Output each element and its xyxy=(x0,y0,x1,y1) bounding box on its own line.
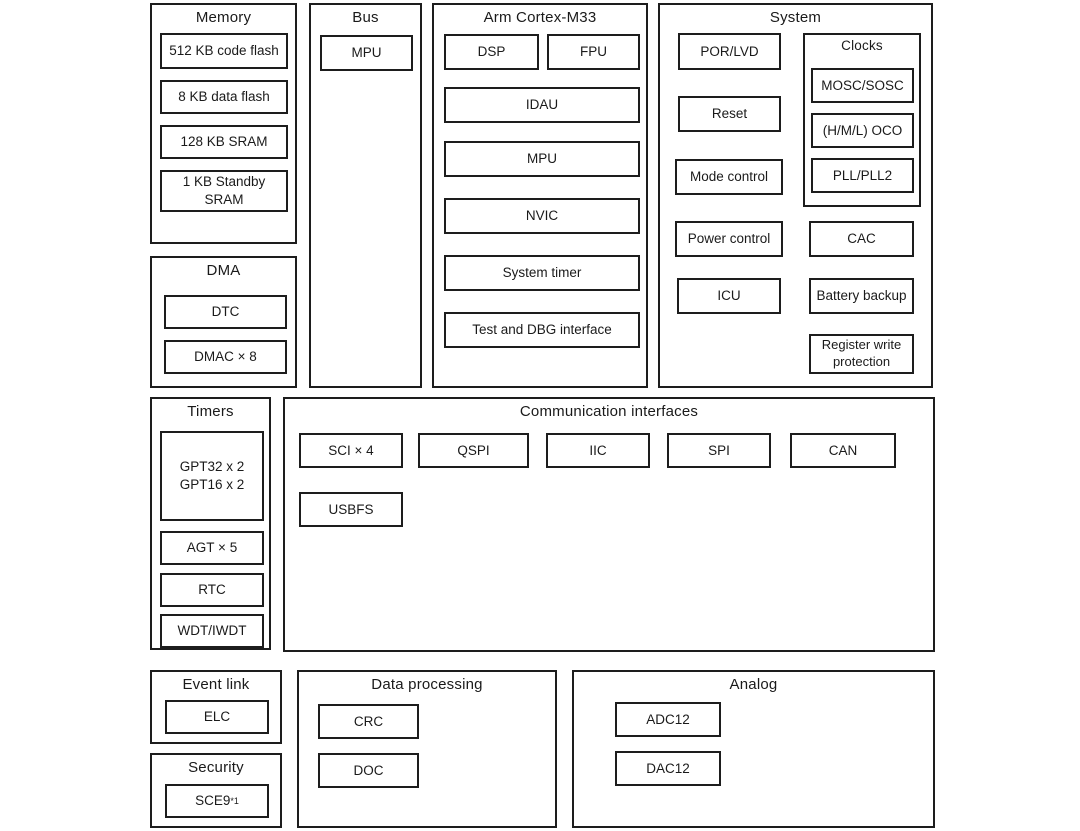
security-title: Security xyxy=(188,759,244,776)
comm-title: Communication interfaces xyxy=(519,403,699,420)
data-processing-title: Data processing xyxy=(371,676,483,693)
bus-block: Bus MPU xyxy=(309,3,422,388)
box-cac: CAC xyxy=(809,221,914,257)
memory-title: Memory xyxy=(195,9,252,26)
sce9-superscript: *1 xyxy=(230,795,239,806)
system-title: System xyxy=(769,9,822,26)
box-power-control: Power control xyxy=(675,221,783,257)
box-test-dbg-interface: Test and DBG interface xyxy=(444,312,640,348)
timers-title: Timers xyxy=(187,403,234,420)
box-nvic: NVIC xyxy=(444,198,640,234)
sce9-label: SCE9 xyxy=(195,793,231,809)
box-oco: (H/M/L) OCO xyxy=(811,113,914,148)
dma-block: DMA DTC DMAC × 8 xyxy=(150,256,297,388)
box-qspi: QSPI xyxy=(418,433,529,468)
box-bus-mpu: MPU xyxy=(320,35,413,71)
box-dsp: DSP xyxy=(444,34,539,70)
box-crc: CRC xyxy=(318,704,419,739)
box-gpt: GPT32 x 2 GPT16 x 2 xyxy=(160,431,264,521)
security-block: Security SCE9*1 xyxy=(150,753,282,828)
box-128kb-sram: 128 KB SRAM xyxy=(160,125,288,159)
timers-block: Timers GPT32 x 2 GPT16 x 2 AGT × 5 RTC W… xyxy=(150,397,271,650)
box-dmac: DMAC × 8 xyxy=(164,340,287,374)
box-adc12: ADC12 xyxy=(615,702,721,737)
box-doc: DOC xyxy=(318,753,419,788)
analog-block: Analog ADC12 DAC12 xyxy=(572,670,935,828)
box-dac12: DAC12 xyxy=(615,751,721,786)
box-idau: IDAU xyxy=(444,87,640,123)
box-dtc: DTC xyxy=(164,295,287,329)
box-rtc: RTC xyxy=(160,573,264,607)
box-battery-backup: Battery backup xyxy=(809,278,914,314)
box-pll: PLL/PLL2 xyxy=(811,158,914,193)
event-link-title: Event link xyxy=(182,676,250,693)
cortex-title: Arm Cortex-M33 xyxy=(483,9,597,26)
cortex-block: Arm Cortex-M33 DSP FPU IDAU MPU NVIC Sys… xyxy=(432,3,648,388)
box-sce9: SCE9*1 xyxy=(165,784,269,818)
box-mosc-sosc: MOSC/SOSC xyxy=(811,68,914,103)
data-processing-block: Data processing CRC DOC xyxy=(297,670,557,828)
analog-title: Analog xyxy=(729,676,778,693)
box-agt: AGT × 5 xyxy=(160,531,264,565)
dma-title: DMA xyxy=(206,262,241,279)
box-8kb-data-flash: 8 KB data flash xyxy=(160,80,288,114)
box-sci: SCI × 4 xyxy=(299,433,403,468)
box-spi: SPI xyxy=(667,433,771,468)
box-can: CAN xyxy=(790,433,896,468)
box-512kb-code-flash: 512 KB code flash xyxy=(160,33,288,69)
box-icu: ICU xyxy=(677,278,781,314)
clocks-subblock: Clocks MOSC/SOSC (H/M/L) OCO PLL/PLL2 xyxy=(803,33,921,207)
box-por-lvd: POR/LVD xyxy=(678,33,781,70)
box-cortex-mpu: MPU xyxy=(444,141,640,177)
event-link-block: Event link ELC xyxy=(150,670,282,744)
box-usbfs: USBFS xyxy=(299,492,403,527)
box-mode-control: Mode control xyxy=(675,159,783,195)
box-1kb-standby-sram: 1 KB Standby SRAM xyxy=(160,170,288,212)
bus-title: Bus xyxy=(352,9,379,26)
box-fpu: FPU xyxy=(547,34,640,70)
box-iic: IIC xyxy=(546,433,650,468)
box-elc: ELC xyxy=(165,700,269,734)
box-system-timer: System timer xyxy=(444,255,640,291)
box-reset: Reset xyxy=(678,96,781,132)
box-wdt-iwdt: WDT/IWDT xyxy=(160,614,264,648)
memory-block: Memory 512 KB code flash 8 KB data flash… xyxy=(150,3,297,244)
clocks-title: Clocks xyxy=(841,38,883,53)
comm-block: Communication interfaces SCI × 4 QSPI II… xyxy=(283,397,935,652)
system-block: System POR/LVD Reset Mode control Power … xyxy=(658,3,933,388)
box-register-write-protection: Register write protection xyxy=(809,334,914,374)
